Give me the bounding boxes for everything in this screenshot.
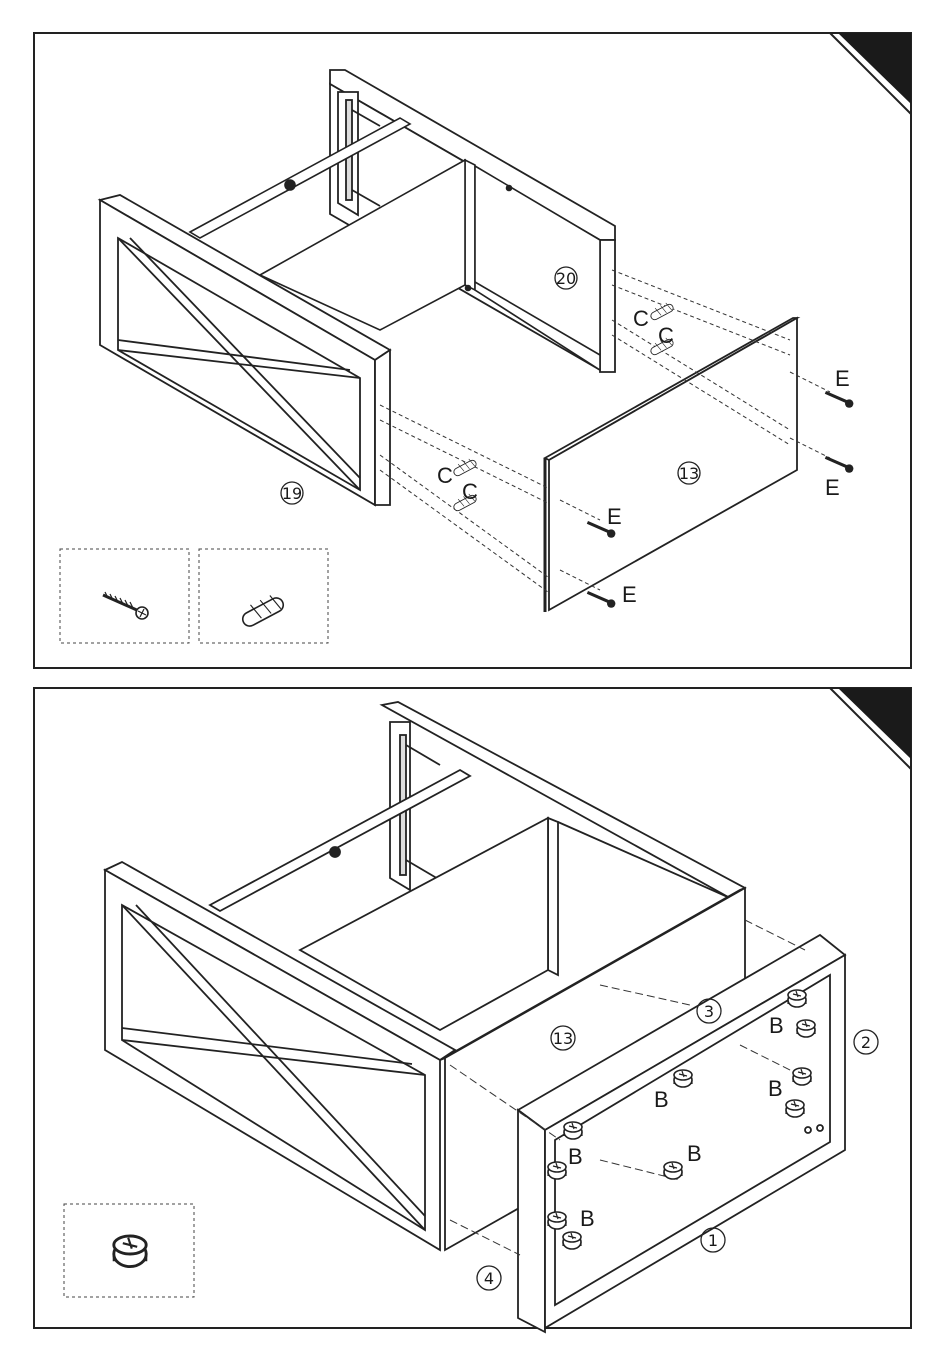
camlock-icon <box>548 1162 566 1179</box>
dowel-icon <box>240 595 285 629</box>
hardware-label-b: B <box>769 1013 784 1038</box>
drawer-bottom-panel <box>545 318 797 612</box>
part-label-1: 1 <box>701 1228 725 1252</box>
camlock-icon <box>564 1122 582 1139</box>
step-2-corner-tab <box>838 688 911 759</box>
step-1-panel: 20 19 13 C C C C E E E E <box>34 33 911 668</box>
hardware-label-b: B <box>687 1141 702 1166</box>
camlock-icon <box>786 1100 804 1117</box>
dowel-icon <box>650 303 675 322</box>
legend-dowel-box <box>199 549 328 643</box>
svg-text:2: 2 <box>861 1033 871 1052</box>
hardware-label-e: E <box>607 504 622 529</box>
camlock-icon <box>674 1070 692 1087</box>
hardware-label-e: E <box>825 475 840 500</box>
hardware-label-e: E <box>622 582 637 607</box>
screw-icon <box>103 592 148 619</box>
camlock-icon <box>114 1236 146 1267</box>
part-label-13: 13 <box>678 462 700 484</box>
part-label-2: 2 <box>854 1030 878 1054</box>
screw-icon <box>825 392 853 407</box>
hardware-label-c: C <box>437 463 453 488</box>
svg-text:19: 19 <box>282 484 302 503</box>
hardware-label-e: E <box>835 366 850 391</box>
camlock-icon <box>548 1212 566 1229</box>
camlock-icon <box>563 1232 581 1249</box>
part-label-20: 20 <box>555 267 577 289</box>
svg-text:1: 1 <box>708 1231 718 1250</box>
hardware-label-c: C <box>462 479 478 504</box>
part-label-4: 4 <box>477 1266 501 1290</box>
hardware-label-b: B <box>654 1087 669 1112</box>
camlock-icon <box>664 1162 682 1179</box>
legend-screw-box <box>60 549 189 643</box>
hardware-label-c: C <box>658 323 674 348</box>
screw-icon <box>587 592 615 607</box>
part-label-19: 19 <box>281 482 303 504</box>
camlock-icon <box>797 1020 815 1037</box>
svg-text:13: 13 <box>553 1029 573 1048</box>
camlock-icon <box>793 1068 811 1085</box>
step-2-panel: 13 3 2 1 4 B B B B B B <box>34 688 911 1332</box>
svg-text:13: 13 <box>679 464 699 483</box>
screw-icon <box>825 457 853 472</box>
hardware-label-c: C <box>633 306 649 331</box>
hardware-label-b: B <box>568 1144 583 1169</box>
svg-text:3: 3 <box>704 1002 714 1021</box>
part-label-13: 13 <box>551 1026 575 1050</box>
step-1-corner-tab <box>838 33 911 104</box>
dowel-icon <box>453 459 478 478</box>
hardware-label-b: B <box>580 1206 595 1231</box>
svg-text:20: 20 <box>556 269 576 288</box>
hardware-label-b: B <box>768 1076 783 1101</box>
legend-camlock-box <box>64 1204 194 1297</box>
camlock-icon <box>788 990 806 1007</box>
svg-text:4: 4 <box>484 1269 494 1288</box>
